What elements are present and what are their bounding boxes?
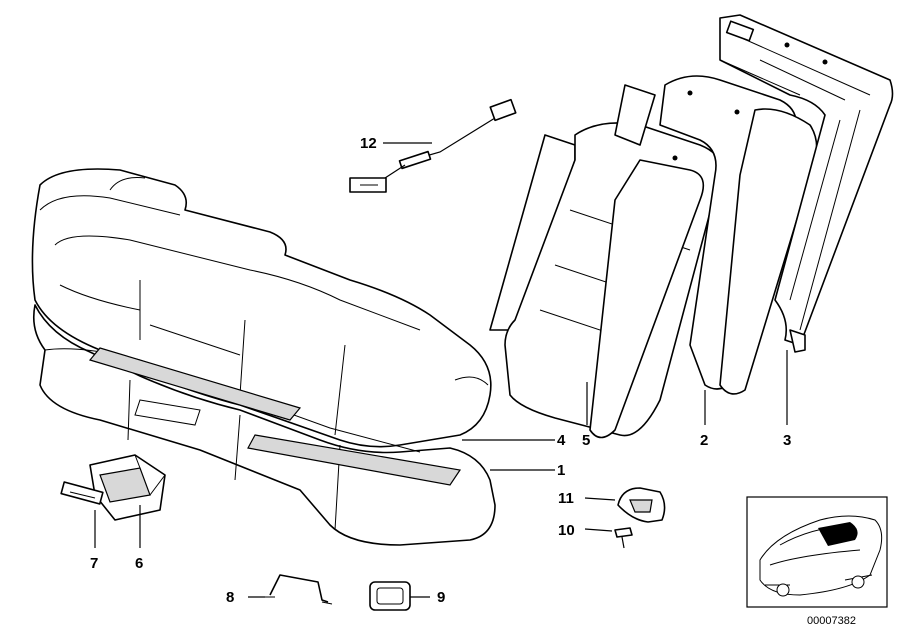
part-3-backrest-frame xyxy=(719,14,894,353)
part-5-backrest xyxy=(489,122,722,439)
callout-1: 1 xyxy=(557,462,565,479)
part-6-lock-housing xyxy=(89,454,166,548)
callout-7: 7 xyxy=(90,555,98,572)
part-9-cover xyxy=(369,581,430,611)
inset-car-thumbnail xyxy=(746,496,888,608)
part-4-seat-cover xyxy=(31,168,492,448)
callout-10: 10 xyxy=(558,522,575,539)
part-8-bracket xyxy=(248,574,333,605)
callout-6: 6 xyxy=(135,555,143,572)
part-11-handle xyxy=(584,487,666,523)
callout-9: 9 xyxy=(437,589,445,606)
callout-8: 8 xyxy=(226,589,234,606)
callout-2: 2 xyxy=(700,432,708,449)
part-7-clip xyxy=(60,481,104,548)
callout-5: 5 xyxy=(582,432,590,449)
callout-4: 4 xyxy=(557,432,566,449)
diagram-code: 00007382 xyxy=(807,615,856,627)
callout-12: 12 xyxy=(360,135,377,152)
leader-lines xyxy=(383,142,788,471)
part-12-cable xyxy=(349,98,517,193)
part-1-seat-frame xyxy=(32,304,496,546)
callout-3: 3 xyxy=(783,432,791,449)
callout-11: 11 xyxy=(558,490,574,507)
part-10-screw xyxy=(584,527,633,549)
part-2-backrest-cover xyxy=(614,75,818,395)
